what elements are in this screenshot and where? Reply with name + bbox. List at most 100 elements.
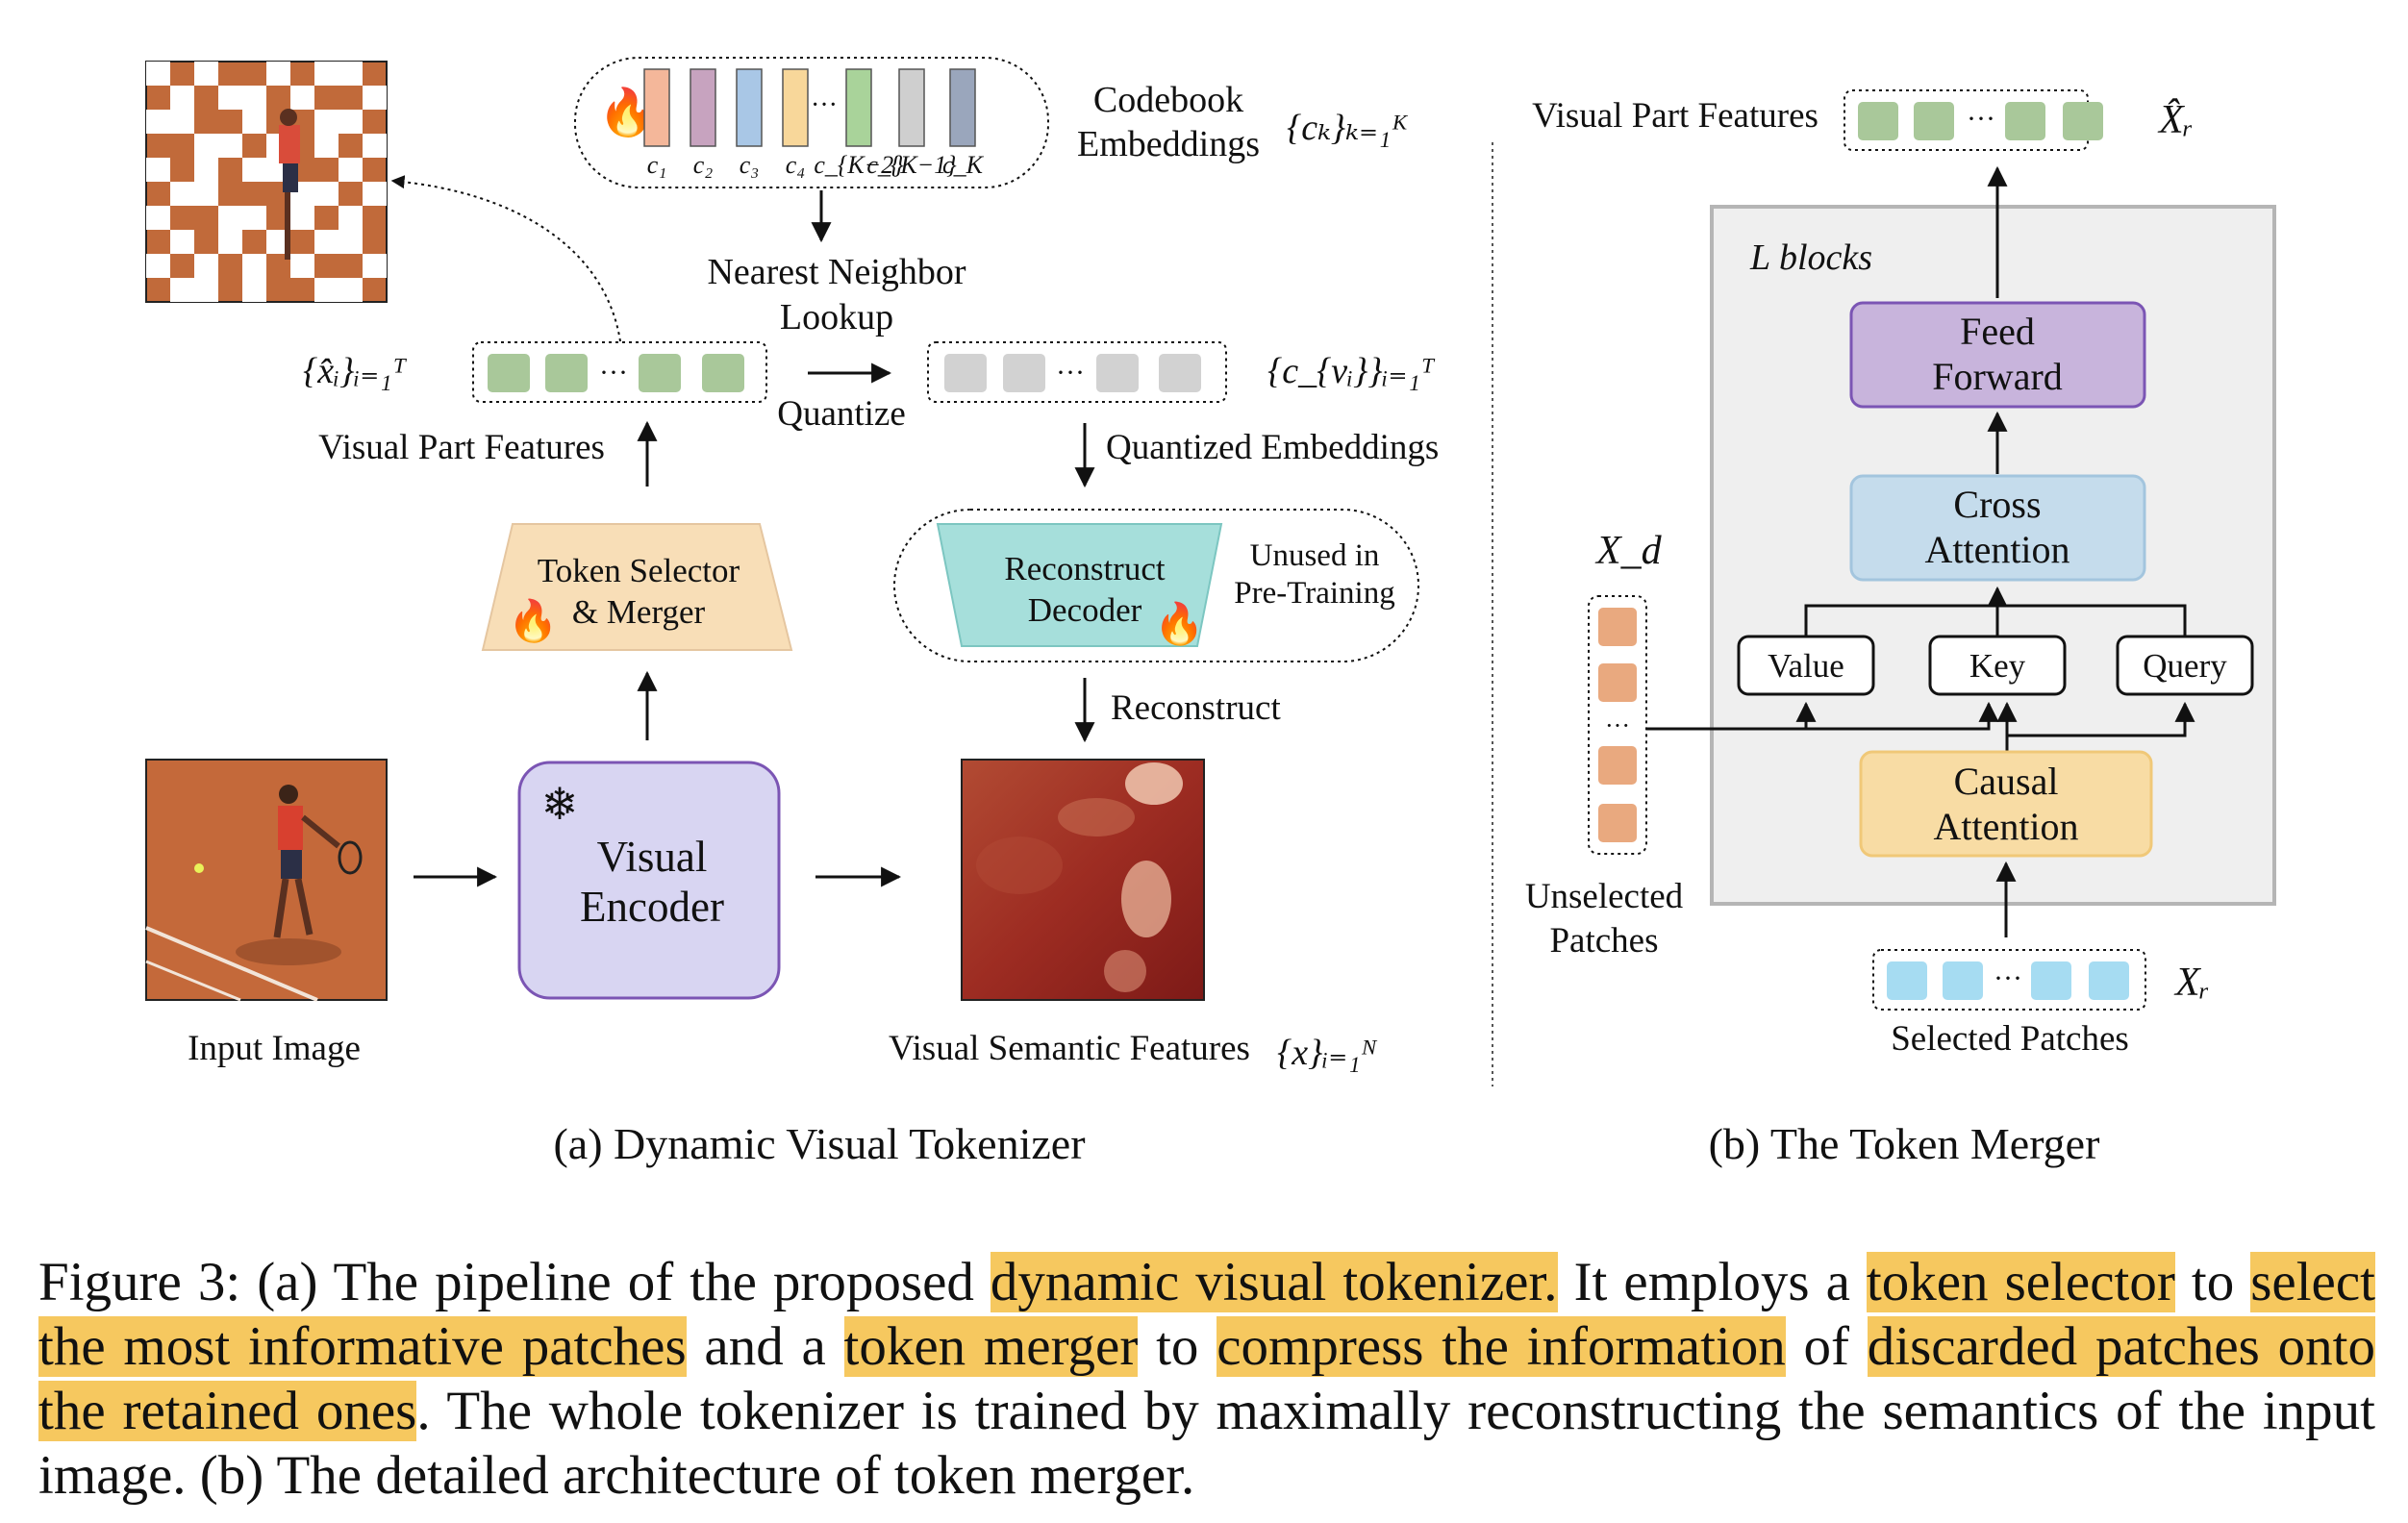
token-gray (944, 354, 987, 392)
ellipsis: ··· (811, 90, 838, 120)
decoder-line1: Reconstruct (1004, 550, 1165, 587)
token-gray (1159, 354, 1201, 392)
mask-tile (290, 254, 314, 278)
ellipsis: ··· (599, 357, 628, 388)
mask-tile (314, 278, 339, 302)
caption-highlight: token selector (1866, 1252, 2175, 1312)
caption-text: Figure 3: (a) The pipeline of the propos… (38, 1252, 991, 1312)
token-green (639, 354, 681, 392)
value-label: Value (1768, 647, 1844, 685)
feed-forward-block (1849, 301, 2146, 409)
selected-label: Selected Patches (1891, 1019, 2129, 1059)
mask-tile (363, 254, 387, 278)
mask-tile (194, 182, 218, 206)
cross-attention-block (1849, 474, 2146, 582)
visual-encoder-line2: Encoder (580, 883, 724, 931)
mask-tile (218, 206, 242, 230)
mask-tile (194, 158, 218, 182)
causal-attention-line1: Causal (1954, 760, 2059, 803)
token-green (1914, 102, 1954, 140)
figure-caption: Figure 3: (a) The pipeline of the propos… (38, 1250, 2375, 1508)
feed-forward-line2: Forward (1932, 355, 2063, 398)
token-green (2063, 102, 2103, 140)
token-blue (2089, 961, 2129, 1000)
mask-tile (314, 134, 339, 158)
token-blue (1943, 961, 1983, 1000)
caption-highlight: dynamic visual tokenizer. (990, 1252, 1558, 1312)
quantize-label: Quantize (777, 394, 906, 434)
token-selector-merger (481, 523, 793, 651)
ellipsis: ··· (1967, 103, 1995, 135)
query-box (2116, 635, 2254, 696)
mask-tile (146, 206, 170, 230)
mask-tile (314, 62, 339, 86)
token-blue (1887, 961, 1927, 1000)
caption-text: to (2174, 1252, 2251, 1312)
token-green (702, 354, 744, 392)
caption-text: It employs a (1557, 1252, 1867, 1312)
flame-icon: 🔥 (1154, 600, 1204, 647)
mask-tile (363, 182, 387, 206)
l-blocks-label: L blocks (1749, 237, 1872, 278)
xd-math: X_d (1594, 529, 1663, 573)
mask-tile (339, 206, 363, 230)
quantized-embeddings-row (927, 341, 1227, 403)
codebook-entry-label: c₃ (740, 151, 760, 179)
codebook-entry-label: c₁ (647, 151, 667, 179)
mask-tile (242, 206, 266, 230)
token-selector-line1: Token Selector (538, 552, 740, 589)
unused-pretraining-container (893, 509, 1419, 662)
mask-tile (170, 86, 194, 110)
unselected-line1: Unselected (1525, 877, 1684, 916)
unused-line1: Unused in (1250, 538, 1380, 573)
masked-image-arrow (390, 175, 621, 342)
codebook-entry-label: c_{K−2} (814, 151, 904, 179)
mask-tile (314, 182, 339, 206)
mask-tile (194, 134, 218, 158)
codebook-bar (782, 68, 809, 147)
visual-encoder-line1: Visual (597, 833, 708, 881)
key-box (1928, 635, 2067, 696)
codebook-bar (845, 68, 872, 147)
input-image-label: Input Image (188, 1029, 361, 1068)
mask-tile (170, 182, 194, 206)
ellipsis: ··· (1056, 357, 1085, 388)
caption-text: of (1785, 1316, 1868, 1377)
mask-tile (242, 278, 266, 302)
mask-tile (218, 86, 242, 110)
xr-math: Xᵣ (2173, 961, 2210, 1005)
mask-tile (363, 134, 387, 158)
token-gray (1096, 354, 1139, 392)
visual-encoder (517, 761, 781, 1000)
codebook-bar (736, 68, 763, 147)
mask-tile (242, 86, 266, 110)
codebook-bar (898, 68, 925, 147)
token-orange (1598, 663, 1637, 702)
mask-tile (146, 110, 170, 134)
mask-tile (242, 158, 266, 182)
token-green (2005, 102, 2045, 140)
codebook-entry-label: c_K (942, 151, 985, 179)
nearest-neighbor-line2: Lookup (780, 297, 893, 337)
codebook-container (574, 57, 1049, 188)
token-selector-line2: & Merger (572, 593, 706, 631)
quantized-embeddings-label: Quantized Embeddings (1106, 428, 1439, 467)
input-image (145, 759, 388, 1002)
mask-tile (339, 62, 363, 86)
mask-tile (242, 254, 266, 278)
cross-attention-line1: Cross (1953, 483, 2041, 526)
feed-forward-line1: Feed (1960, 310, 2035, 353)
unused-line2: Pre-Training (1234, 576, 1394, 611)
panel-b-visual-part-features-label: Visual Part Features (1532, 96, 1819, 136)
output-math: X̂ᵣ (2157, 97, 2194, 142)
token-orange (1598, 804, 1637, 842)
mask-tile (218, 134, 242, 158)
codebook-entry-label: c_{K−1} (866, 151, 957, 179)
mask-tile (339, 278, 363, 302)
codebook-label-line1: Codebook (1093, 80, 1243, 120)
reconstruct-label: Reconstruct (1111, 688, 1281, 728)
semantic-feature-map (961, 759, 1205, 1001)
token-green (1858, 102, 1898, 140)
caption-highlight: compress the information (1217, 1316, 1786, 1377)
